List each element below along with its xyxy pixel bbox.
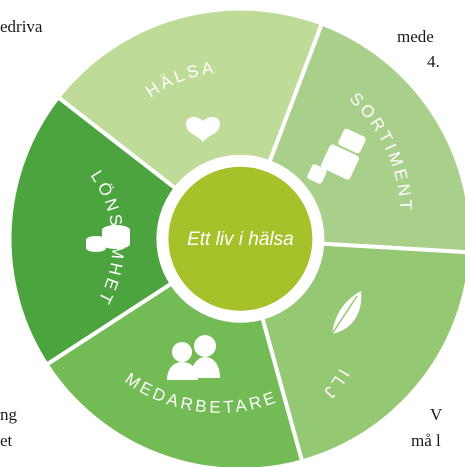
center-circle[interactable] [168, 166, 313, 311]
people-icon [167, 335, 220, 380]
background-text-fragment: ng [0, 405, 17, 424]
leaf-icon [331, 291, 362, 335]
background-text-fragment: 4. [427, 52, 440, 71]
background-text-fragment: edriva [0, 17, 43, 36]
background-text-fragment: mede [397, 27, 434, 46]
coin-stack-icon [86, 225, 130, 252]
center-label: Ett liv i hälsa [187, 229, 294, 250]
shopping-bag-icon [307, 128, 366, 184]
heart-icon [186, 117, 220, 142]
background-text-fragment: V [430, 405, 443, 424]
background-text-fragment: et [0, 431, 13, 450]
background-text-fragment: må l [411, 431, 441, 450]
